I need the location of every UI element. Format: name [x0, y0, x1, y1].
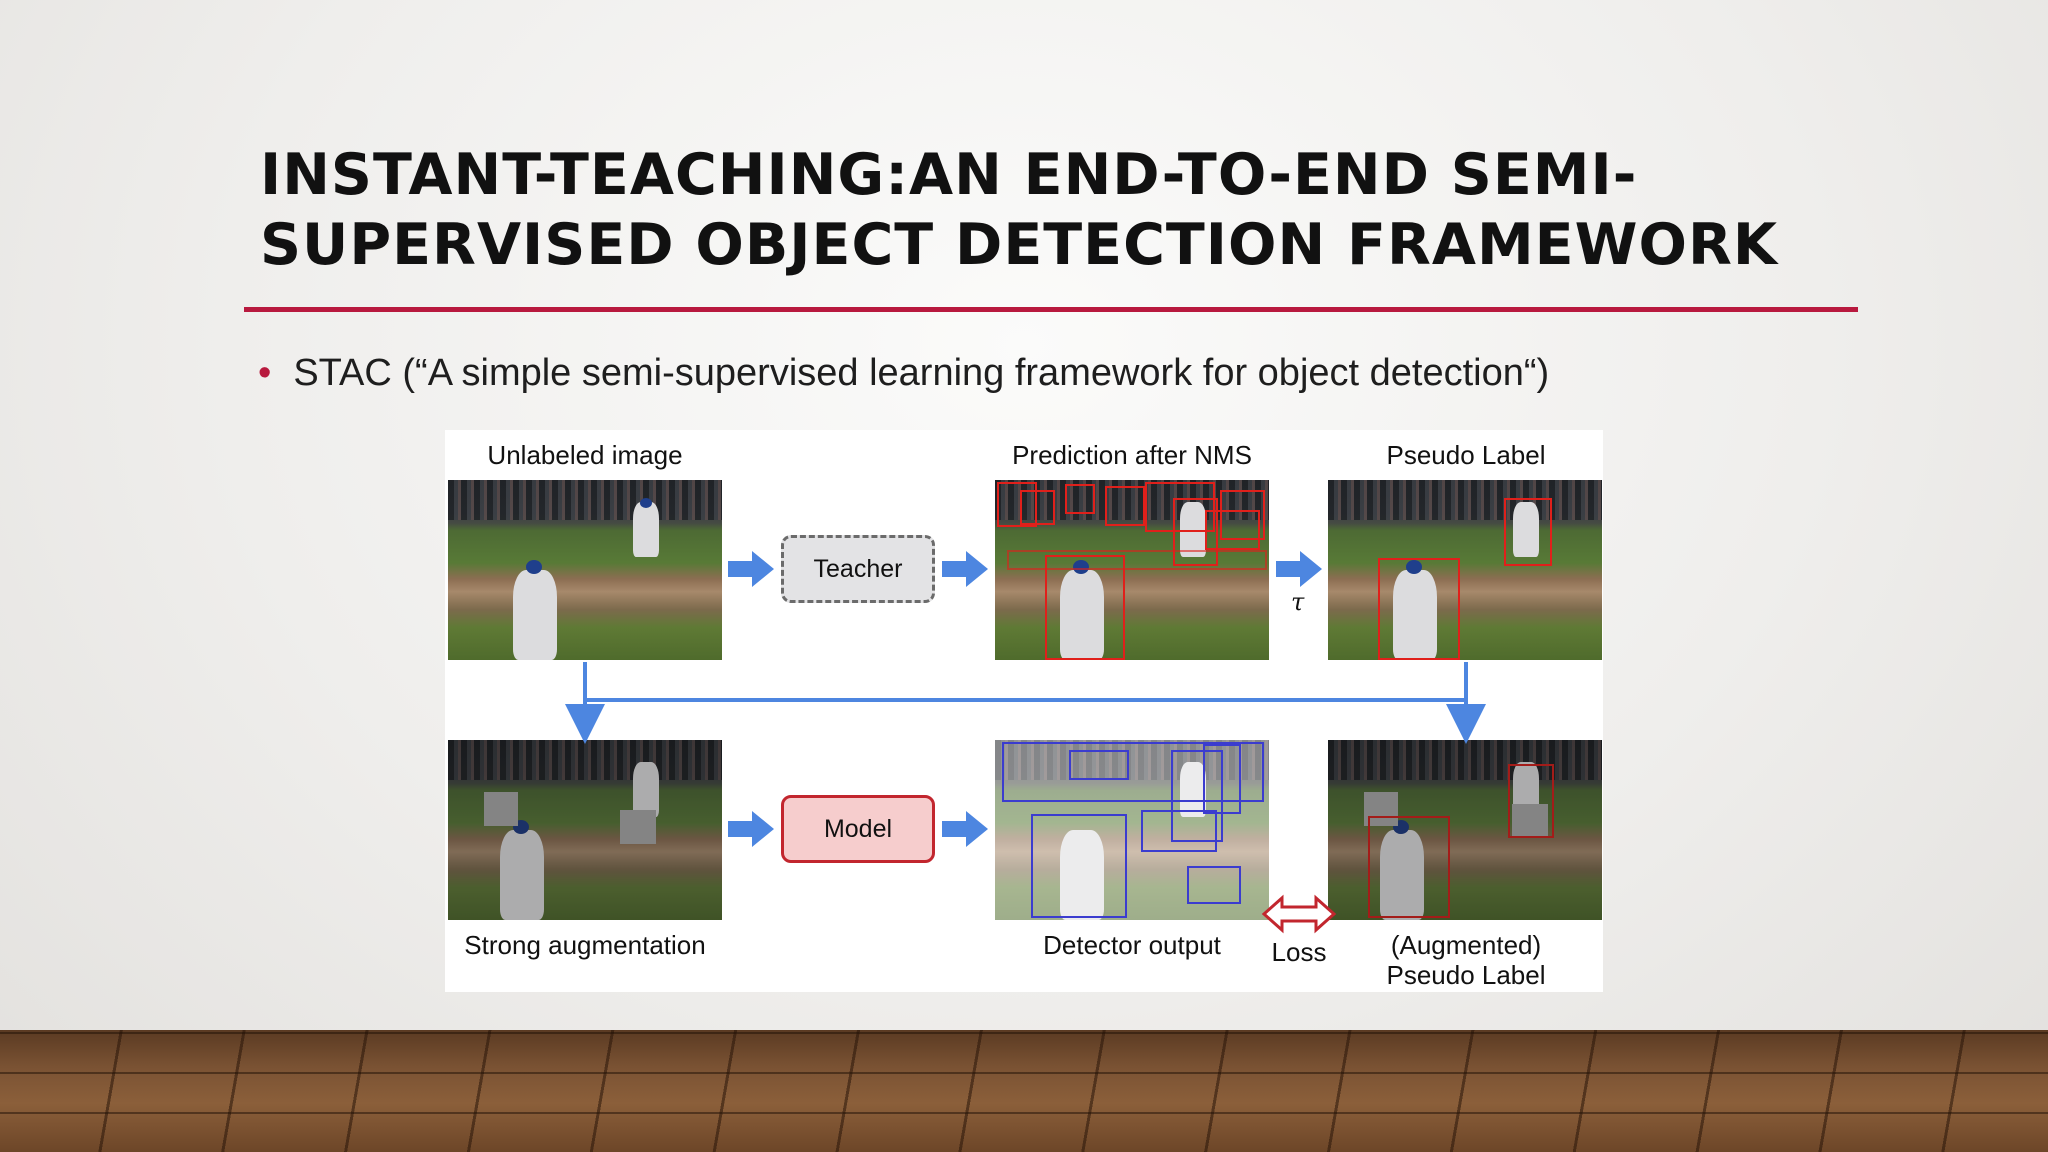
bullet-text: STAC (“A simple semi-supervised learning… [293, 352, 1550, 394]
detector-box [1069, 750, 1129, 780]
slide-title-line-1: INSTANT-TEACHING:AN END-TO-END SEMI- [260, 142, 1638, 208]
aug-pseudo-box [1508, 764, 1554, 838]
detector-box [1141, 810, 1217, 852]
teacher-node: Teacher [781, 535, 935, 603]
slide-title: INSTANT-TEACHING:AN END-TO-END SEMI- SUP… [260, 140, 1860, 280]
label-prediction-after-nms: Prediction after NMS [1012, 440, 1252, 470]
pred-box [1173, 498, 1218, 566]
label-strong-augmentation: Strong augmentation [464, 930, 706, 960]
label-pseudo-label: Pseudo Label [1386, 440, 1546, 470]
detector-output-image [995, 740, 1269, 920]
pred-box [1105, 486, 1145, 526]
pred-box [1007, 550, 1267, 570]
pred-box [1205, 510, 1260, 550]
loss-double-arrow [1261, 894, 1337, 934]
pred-box [1045, 555, 1125, 660]
augmented-pseudo-label-image [1328, 740, 1602, 920]
pred-box [1220, 490, 1265, 540]
stac-diagram: Unlabeled image Prediction after NMS Pse… [445, 430, 1603, 992]
bullet-item: • STAC (“A simple semi-supervised learnin… [258, 352, 1549, 395]
threshold-tau: τ [1291, 588, 1305, 616]
aug-pseudo-box [1368, 816, 1450, 918]
unlabeled-image [448, 480, 722, 660]
label-augmented-pseudo: Pseudo Label [1386, 960, 1546, 990]
prediction-image [995, 480, 1269, 660]
pred-box [997, 482, 1037, 527]
detector-box [1187, 866, 1241, 904]
label-detector-output: Detector output [1043, 930, 1221, 960]
detector-box [1031, 814, 1127, 918]
detector-box [1171, 750, 1223, 842]
title-divider [244, 307, 1858, 312]
pred-box [1065, 484, 1095, 514]
arrow-teacher-to-prediction [942, 551, 988, 587]
pred-box [1020, 490, 1055, 525]
pseudo-box [1504, 498, 1552, 566]
strong-augmentation-image [448, 740, 722, 920]
pred-box [1145, 482, 1215, 532]
connector-augmentation [583, 662, 1468, 702]
wooden-floor [0, 1030, 2048, 1152]
arrow-augmented-to-model [728, 811, 774, 847]
label-unlabeled-image: Unlabeled image [487, 440, 683, 470]
arrow-image-to-teacher [728, 551, 774, 587]
slide-title-line-2: SUPERVISED OBJECT DETECTION FRAMEWORK [260, 212, 1778, 278]
arrow-prediction-to-pseudo [1276, 551, 1322, 587]
label-augmented: (Augmented) [1390, 930, 1542, 960]
arrow-model-to-detector [942, 811, 988, 847]
bullet-dot-icon: • [258, 352, 272, 394]
detector-box [1203, 744, 1241, 814]
model-node: Model [781, 795, 935, 863]
pseudo-box [1378, 558, 1460, 660]
label-loss: Loss [1271, 937, 1327, 967]
pseudo-label-image [1328, 480, 1602, 660]
detector-box [1002, 742, 1264, 802]
